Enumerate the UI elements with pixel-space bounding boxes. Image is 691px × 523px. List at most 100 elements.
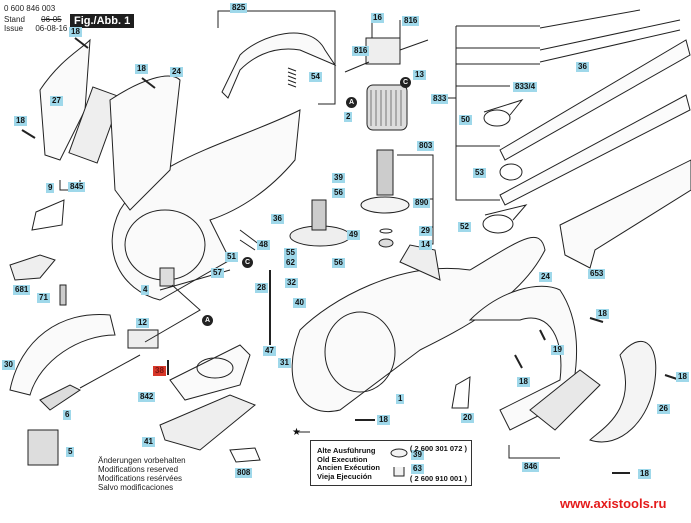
issue-label: Issue <box>4 24 24 33</box>
plug-5 <box>27 429 59 466</box>
part-label-18[interactable]: 18 <box>14 116 27 126</box>
old-execution-line: Vieja Ejecución <box>317 471 372 481</box>
part-label-842[interactable]: 842 <box>138 392 156 402</box>
label-plate-9 <box>31 199 65 231</box>
stator <box>366 84 408 131</box>
reference-marker-a: A <box>346 97 357 108</box>
part-label-30[interactable]: 30 <box>2 360 15 370</box>
old-label-63: 63 <box>411 464 424 474</box>
part-label-846[interactable]: 846 <box>522 462 540 472</box>
reference-marker-c: C <box>400 77 411 88</box>
part-label-27[interactable]: 27 <box>50 96 63 106</box>
part-label-57[interactable]: 57 <box>211 268 224 278</box>
part-label-47[interactable]: 47 <box>263 346 276 356</box>
stand-line: Stand 06-05 <box>4 15 62 24</box>
note-line: Salvo modificaciones <box>98 483 174 492</box>
issue-line: Issue 06-08-16 <box>4 24 67 33</box>
part-label-40[interactable]: 40 <box>293 298 306 308</box>
old-execution-text: Alte Ausführung Old Execution Ancien Exé… <box>317 446 380 481</box>
part-label-808[interactable]: 808 <box>235 468 253 478</box>
part-label-1[interactable]: 1 <box>396 394 405 404</box>
blade-upper <box>499 39 691 161</box>
part-label-12[interactable]: 12 <box>136 318 149 328</box>
part-label-32[interactable]: 32 <box>285 278 298 288</box>
part-label-18[interactable]: 18 <box>135 64 148 74</box>
note-line: Modifications reserved <box>98 465 179 474</box>
part-label-833[interactable]: 833 <box>431 94 449 104</box>
part-label-9[interactable]: 9 <box>46 183 55 193</box>
part-label-6[interactable]: 6 <box>63 410 72 420</box>
front-handle-30 <box>9 313 116 396</box>
part-label-55[interactable]: 55 <box>284 248 297 258</box>
part-label-49[interactable]: 49 <box>347 230 360 240</box>
part-label-56[interactable]: 56 <box>332 188 345 198</box>
part-label-18[interactable]: 18 <box>596 309 609 319</box>
blade-guard <box>559 159 691 269</box>
part-label-41[interactable]: 41 <box>142 437 155 447</box>
note-line: Änderungen vorbehalten <box>98 456 186 465</box>
part-label-681[interactable]: 681 <box>13 285 31 295</box>
part-label-31[interactable]: 31 <box>278 358 291 368</box>
part-label-71[interactable]: 71 <box>37 293 50 303</box>
old-execution-line: Old Execution <box>317 454 368 464</box>
part-label-52[interactable]: 52 <box>458 222 471 232</box>
part-label-18[interactable]: 18 <box>517 377 530 387</box>
part-label-2[interactable]: 2 <box>344 112 353 122</box>
spring-54 <box>287 67 297 88</box>
part-label-18[interactable]: 18 <box>377 415 390 425</box>
part-label-62[interactable]: 62 <box>284 258 297 268</box>
part-label-50[interactable]: 50 <box>459 115 472 125</box>
part-label-833-4[interactable]: 833/4 <box>513 82 538 92</box>
label-20 <box>451 376 471 409</box>
blade-lower <box>499 94 691 206</box>
part-label-14[interactable]: 14 <box>419 240 432 250</box>
part-label-5[interactable]: 5 <box>66 447 75 457</box>
part-label-29[interactable]: 29 <box>419 226 432 236</box>
issue-value: 06-08-16 <box>35 24 68 33</box>
figure-title: Fig./Abb. 1 <box>70 14 135 28</box>
bracket-825 <box>217 10 336 105</box>
cap-681 <box>9 254 56 281</box>
bushing-icons <box>390 448 408 477</box>
housing-left <box>111 109 301 301</box>
part-label-38[interactable]: 38 <box>153 366 166 376</box>
reference-marker-c: C <box>242 257 253 268</box>
part-label-16[interactable]: 16 <box>371 13 384 23</box>
part-number-old-top: ( 2 600 301 072 ) <box>409 444 467 453</box>
old-execution-line: Ancien Exécution <box>317 463 380 472</box>
base-41 <box>159 394 256 451</box>
part-label-653[interactable]: 653 <box>588 269 606 279</box>
part-label-48[interactable]: 48 <box>257 240 270 250</box>
part-label-4[interactable]: 4 <box>141 285 150 295</box>
part-label-845[interactable]: 845 <box>68 182 86 192</box>
grip-845 <box>68 86 122 164</box>
part-label-36[interactable]: 36 <box>576 62 589 72</box>
old-execution-line: Alte Ausführung <box>317 446 376 455</box>
part-label-36[interactable]: 36 <box>271 214 284 224</box>
part-label-18[interactable]: 18 <box>676 372 689 382</box>
part-label-51[interactable]: 51 <box>225 252 238 262</box>
part-label-19[interactable]: 19 <box>551 345 564 355</box>
part-label-54[interactable]: 54 <box>309 72 322 82</box>
part-label-803[interactable]: 803 <box>417 141 435 151</box>
part-label-18[interactable]: 18 <box>69 27 82 37</box>
watermark: www.axistools.ru <box>560 496 667 511</box>
note-line: Modifications resérvées <box>98 474 183 483</box>
part-label-56[interactable]: 56 <box>332 258 345 268</box>
part-label-24[interactable]: 24 <box>539 272 552 282</box>
part-label-816[interactable]: 816 <box>402 16 420 26</box>
housing-right <box>291 236 546 412</box>
part-label-20[interactable]: 20 <box>461 413 474 423</box>
part-label-24[interactable]: 24 <box>170 67 183 77</box>
part-label-18[interactable]: 18 <box>638 469 651 479</box>
part-label-26[interactable]: 26 <box>657 404 670 414</box>
part-label-890[interactable]: 890 <box>413 198 431 208</box>
part-label-39[interactable]: 39 <box>332 173 345 183</box>
part-label-825[interactable]: 825 <box>230 3 248 13</box>
part-label-816[interactable]: 816 <box>352 46 370 56</box>
handle-cover <box>221 32 337 99</box>
part-label-13[interactable]: 13 <box>413 70 426 80</box>
part-label-53[interactable]: 53 <box>473 168 486 178</box>
part-label-28[interactable]: 28 <box>255 283 268 293</box>
